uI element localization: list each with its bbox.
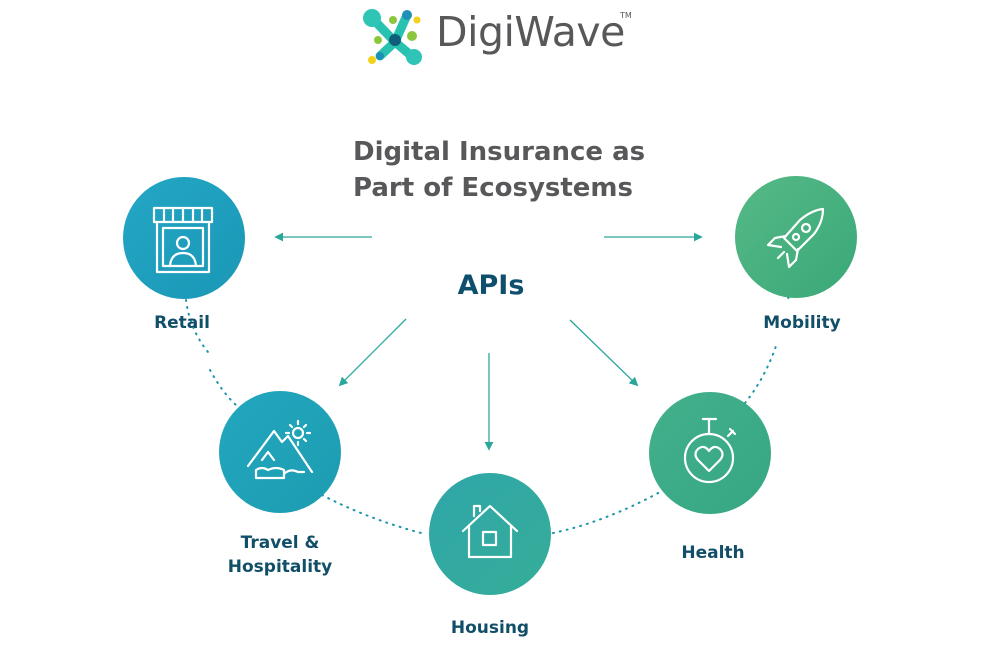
- mountain-sun-icon: [246, 419, 314, 480]
- node-retail: [123, 177, 245, 299]
- apis-label: APIs: [457, 270, 525, 301]
- node-travel-hospitality: [219, 391, 341, 513]
- label-travel-hospitality: Travel & Hospitality: [210, 531, 350, 579]
- node-mobility: [735, 176, 857, 298]
- brand-name: DigiWave: [436, 8, 625, 56]
- title-line-1: Digital Insurance as: [353, 137, 646, 167]
- diagram-title: Digital Insurance as Part of Ecosystems: [353, 134, 673, 206]
- label-housing: Housing: [450, 618, 530, 638]
- label-mobility: Mobility: [763, 313, 841, 333]
- label-health: Health: [681, 543, 745, 563]
- trademark-mark: TM: [620, 11, 632, 20]
- label-retail: Retail: [154, 313, 210, 333]
- node-housing: [429, 473, 551, 595]
- house-icon: [461, 504, 519, 559]
- arrow-to-health: [569, 319, 639, 387]
- rocket-icon: [766, 207, 825, 269]
- label-travel-line-1: Travel &: [240, 533, 320, 553]
- digiwave-logo-icon: [363, 9, 422, 65]
- title-line-2: Part of Ecosystems: [353, 173, 633, 203]
- label-travel-line-2: Hospitality: [227, 557, 333, 577]
- api-arrows: [274, 232, 703, 451]
- storefront-icon: [152, 206, 214, 274]
- arrow-to-travel: [338, 318, 407, 387]
- node-health: [649, 392, 771, 514]
- stopwatch-heart-icon: [683, 417, 737, 484]
